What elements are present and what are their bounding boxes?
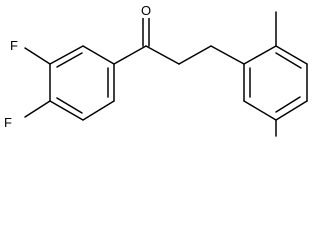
bond-ring1-c4-c5 <box>49 100 84 121</box>
chemical-structure-canvas: O F F <box>4 3 308 137</box>
bond-ring2-c4-c5 <box>275 100 308 121</box>
bond-ring2-double-b <box>275 96 301 113</box>
bond-ring1-double-b <box>56 97 83 114</box>
bond-c3-fluorine <box>24 47 51 65</box>
bond-ring1-carbonyl <box>113 45 147 65</box>
bond-ring2-c1-c2 <box>243 45 277 65</box>
bond-ring2-c5-c6 <box>243 100 277 121</box>
bond-ring1-double-a <box>56 52 83 68</box>
dimethylphenyl-ring <box>243 45 308 121</box>
bond-c4-fluorine <box>24 100 51 118</box>
bond-ring1-c2-c3 <box>49 45 84 65</box>
bond-ch2-ring2 <box>210 45 245 65</box>
bond-ring1-c1-c2 <box>82 45 115 65</box>
fluorine-atom-label-top: F <box>10 38 18 53</box>
bond-carbonyl-ch2 <box>145 45 180 65</box>
bond-ring2-double-a <box>275 52 302 69</box>
bond-ring1-c5-c6 <box>82 100 115 121</box>
oxygen-atom-label: O <box>141 3 151 18</box>
bond-ch2-ch2 <box>178 45 212 65</box>
molecule-diagram: O F F <box>4 3 308 137</box>
fluorine-atom-label-bottom: F <box>4 115 12 130</box>
bond-ring2-c2-c3 <box>275 45 308 65</box>
difluorophenyl-ring <box>49 45 115 121</box>
